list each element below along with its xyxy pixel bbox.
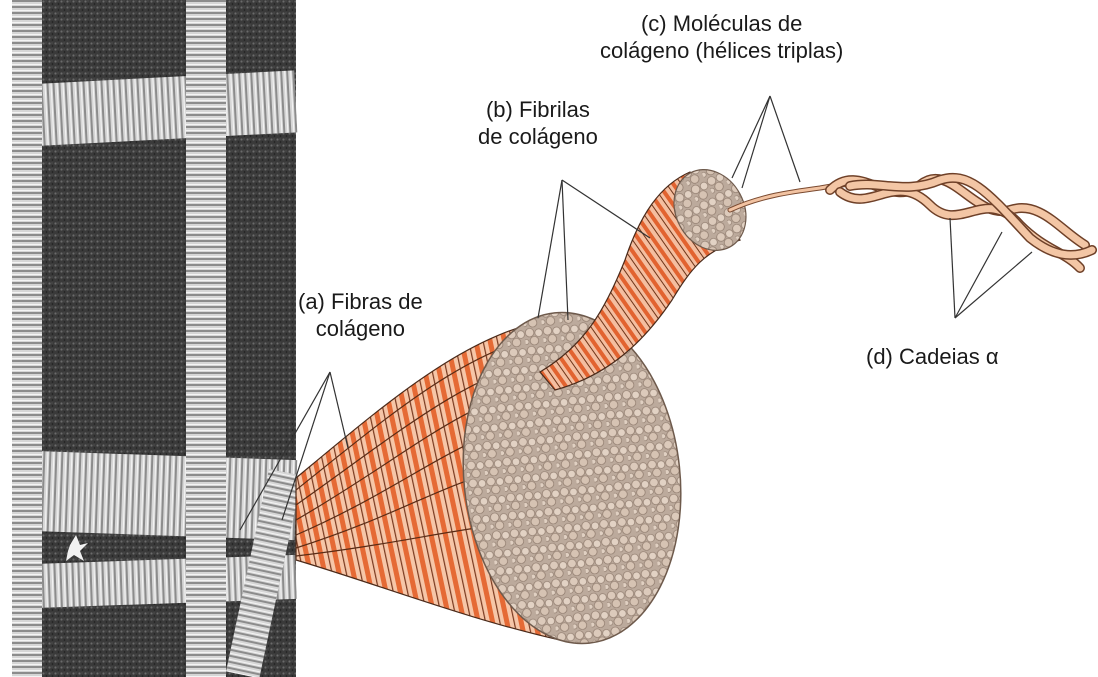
label-line: (b) Fibrilas xyxy=(478,96,598,123)
micrograph-fiber xyxy=(19,450,298,540)
label-collagen-fibrils: (b) Fibrilas de colágeno xyxy=(478,96,598,150)
label-line: (a) Fibras de xyxy=(298,288,423,315)
label-line: de colágeno xyxy=(478,123,598,150)
label-collagen-fibers: (a) Fibras de colágeno xyxy=(298,288,423,342)
label-alpha-chains: (d) Cadeias α xyxy=(866,343,999,370)
label-line: colágeno (hélices triplas) xyxy=(600,37,843,64)
leader-lines-c xyxy=(732,96,800,188)
label-line: colágeno xyxy=(298,315,423,342)
micrograph-fiber xyxy=(12,0,42,677)
label-collagen-molecules: (c) Moléculas de colágeno (hélices tripl… xyxy=(600,10,843,64)
micrograph-image xyxy=(0,0,302,677)
label-line: (c) Moléculas de xyxy=(600,10,843,37)
micrograph-fiber xyxy=(186,0,226,677)
collagen-fiber-bundle xyxy=(296,302,697,655)
alpha-chains xyxy=(830,178,1092,268)
collagen-fibril xyxy=(540,157,760,390)
